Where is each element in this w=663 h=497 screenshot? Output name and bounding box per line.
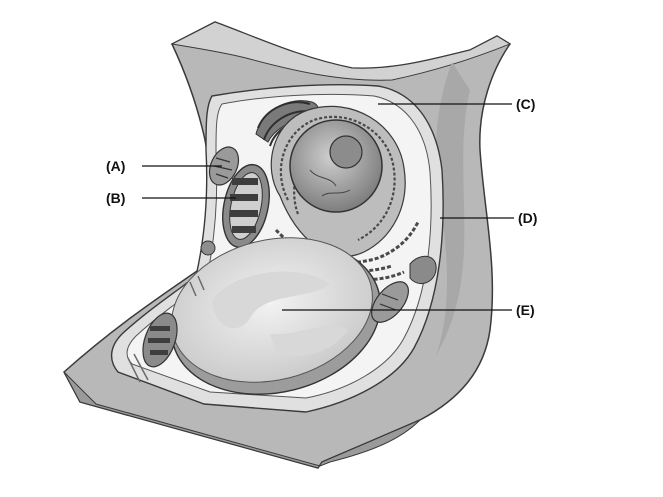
mitochondrion-small [208, 146, 240, 186]
nucleolus [329, 135, 363, 169]
cytoskeleton-fibers [127, 275, 205, 383]
label-e: (E) [516, 302, 535, 318]
mitochondrion-right [371, 281, 409, 323]
label-a: (A) [106, 158, 125, 174]
chloroplast [222, 163, 270, 249]
peroxisome [409, 255, 437, 285]
chloroplast-lower [142, 312, 178, 368]
label-c: (C) [516, 96, 535, 112]
nucleus [289, 119, 383, 213]
label-d: (D) [518, 210, 537, 226]
vesicle [200, 240, 216, 256]
label-b: (B) [106, 190, 125, 206]
